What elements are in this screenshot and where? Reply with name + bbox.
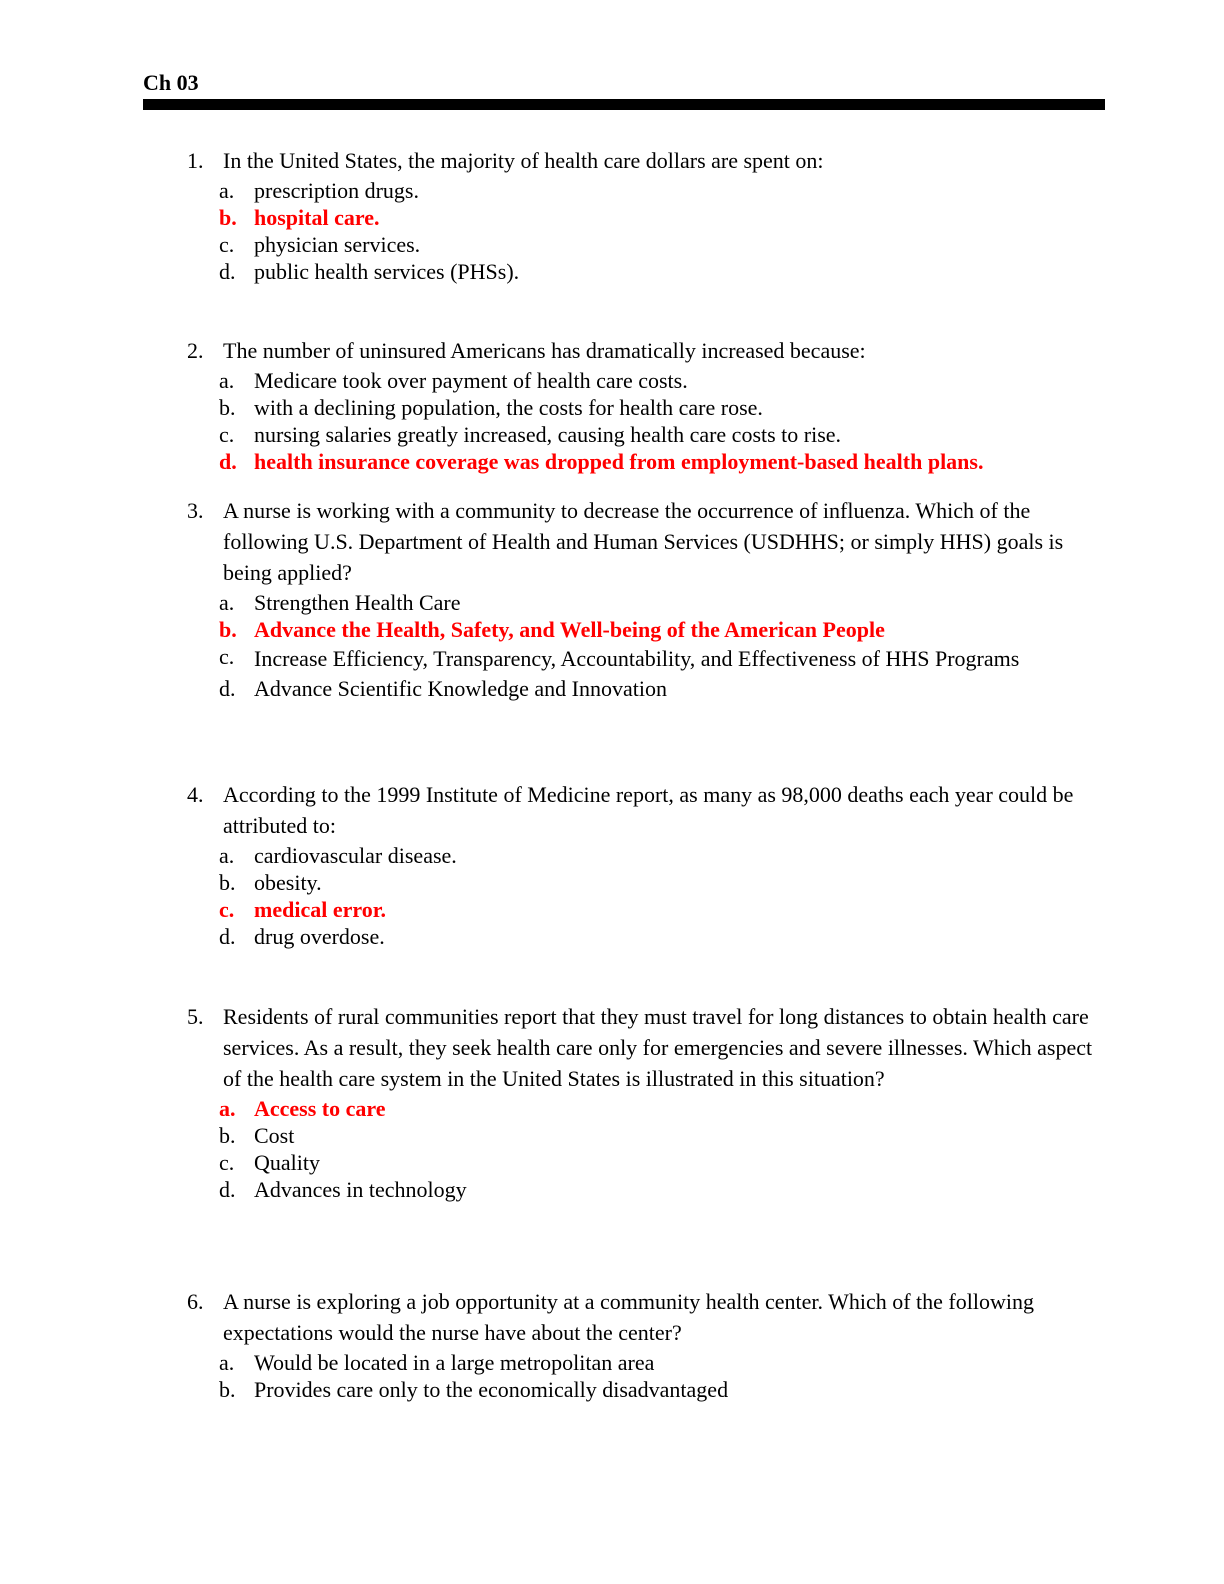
answer-option: a. Would be located in a large metropoli… (219, 1349, 1105, 1376)
question-5: 5. Residents of rural communities report… (187, 1001, 1105, 1203)
option-text: Provides care only to the economically d… (254, 1377, 729, 1402)
option-letter: a. (219, 1350, 235, 1375)
option-text: Advance Scientific Knowledge and Innovat… (254, 676, 667, 701)
option-text: health insurance coverage was dropped fr… (254, 449, 984, 474)
question-number: 5. (187, 1004, 204, 1029)
option-letter: d. (219, 259, 236, 284)
answer-option: b. obesity. (219, 869, 1105, 896)
answer-option: a. cardiovascular disease. (219, 842, 1105, 869)
answer-options: a. Would be located in a large metropoli… (187, 1349, 1105, 1403)
answer-option: d. drug overdose. (219, 923, 1105, 950)
answer-option: c. Increase Efficiency, Transparency, Ac… (219, 643, 1105, 675)
answer-option: d. Advance Scientific Knowledge and Inno… (219, 675, 1105, 702)
question-3: 3. A nurse is working with a community t… (187, 495, 1105, 702)
option-text: Quality (254, 1150, 320, 1175)
option-letter: b. (219, 1123, 236, 1148)
option-text: with a declining population, the costs f… (254, 395, 763, 420)
answer-option: b. with a declining population, the cost… (219, 394, 1105, 421)
option-text: Cost (254, 1123, 295, 1148)
option-letter: c. (219, 1150, 235, 1175)
option-text: Advances in technology (254, 1177, 467, 1202)
answer-option: d. Advances in technology (219, 1176, 1105, 1203)
option-letter: a. (219, 178, 235, 203)
question-text: According to the 1999 Institute of Medic… (223, 782, 1074, 838)
answer-options: a. cardiovascular disease. b. obesity. c… (187, 842, 1105, 950)
answer-option: c. physician services. (219, 231, 1105, 258)
option-text: medical error. (254, 897, 386, 922)
question-stem: 4. According to the 1999 Institute of Me… (187, 779, 1105, 841)
question-text: Residents of rural communities report th… (223, 1004, 1093, 1091)
option-text: drug overdose. (254, 924, 385, 949)
answer-option: d. public health services (PHSs). (219, 258, 1105, 285)
question-stem: 2. The number of uninsured Americans has… (187, 335, 1105, 366)
option-text: Would be located in a large metropolitan… (254, 1350, 655, 1375)
question-number: 6. (187, 1289, 204, 1314)
option-text: physician services. (254, 232, 421, 257)
option-letter: a. (219, 590, 235, 615)
question-text: A nurse is working with a community to d… (223, 498, 1064, 585)
question-stem: 5. Residents of rural communities report… (187, 1001, 1105, 1094)
chapter-title: Ch 03 (143, 70, 199, 95)
question-stem: 3. A nurse is working with a community t… (187, 495, 1105, 588)
header-rule (143, 99, 1105, 110)
option-text: hospital care. (254, 205, 380, 230)
correct-answer-option: a. Access to care (219, 1095, 1105, 1122)
option-letter: a. (219, 1096, 236, 1121)
answer-option: a. Strengthen Health Care (219, 589, 1105, 616)
option-letter: b. (219, 205, 237, 230)
answer-options: a. Medicare took over payment of health … (187, 367, 1105, 475)
option-letter: b. (219, 870, 236, 895)
answer-option: a. Medicare took over payment of health … (219, 367, 1105, 394)
question-1: 1. In the United States, the majority of… (187, 145, 1105, 285)
correct-answer-option: d. health insurance coverage was dropped… (219, 448, 1105, 475)
correct-answer-option: c. medical error. (219, 896, 1105, 923)
question-number: 1. (187, 148, 204, 173)
correct-answer-option: b. hospital care. (219, 204, 1105, 231)
option-text: obesity. (254, 870, 322, 895)
option-letter: b. (219, 395, 236, 420)
option-text: cardiovascular disease. (254, 843, 457, 868)
option-letter: a. (219, 843, 235, 868)
question-text: In the United States, the majority of he… (223, 148, 824, 173)
option-letter: d. (219, 1177, 236, 1202)
question-4: 4. According to the 1999 Institute of Me… (187, 779, 1105, 950)
answer-option: c. Quality (219, 1149, 1105, 1176)
question-number: 3. (187, 498, 204, 523)
option-letter: b. (219, 617, 237, 642)
option-text: Medicare took over payment of health car… (254, 368, 688, 393)
option-text: Strengthen Health Care (254, 590, 461, 615)
answer-options: a. Access to care b. Cost c. Quality d. … (187, 1095, 1105, 1203)
question-stem: 1. In the United States, the majority of… (187, 145, 1105, 176)
answer-option: a. prescription drugs. (219, 177, 1105, 204)
option-letter: d. (219, 924, 236, 949)
question-6: 6. A nurse is exploring a job opportunit… (187, 1286, 1105, 1403)
correct-answer-option: b. Advance the Health, Safety, and Well-… (219, 616, 1105, 643)
question-stem: 6. A nurse is exploring a job opportunit… (187, 1286, 1105, 1348)
option-text: nursing salaries greatly increased, caus… (254, 422, 842, 447)
option-letter: c. (219, 232, 235, 257)
option-letter: d. (219, 449, 237, 474)
question-text: The number of uninsured Americans has dr… (223, 338, 866, 363)
answer-options: a. prescription drugs. b. hospital care.… (187, 177, 1105, 285)
option-text: Increase Efficiency, Transparency, Accou… (254, 646, 1020, 671)
option-letter: c. (219, 422, 235, 447)
question-text: A nurse is exploring a job opportunity a… (223, 1289, 1034, 1345)
answer-option: c. nursing salaries greatly increased, c… (219, 421, 1105, 448)
option-text: public health services (PHSs). (254, 259, 520, 284)
option-letter: d. (219, 676, 236, 701)
question-number: 2. (187, 338, 204, 363)
option-text: Advance the Health, Safety, and Well-bei… (254, 617, 885, 642)
answer-option: b. Provides care only to the economicall… (219, 1376, 1105, 1403)
option-letter: b. (219, 1377, 236, 1402)
answer-options: a. Strengthen Health Care b. Advance the… (187, 589, 1105, 702)
question-2: 2. The number of uninsured Americans has… (187, 335, 1105, 475)
option-letter: c. (219, 897, 235, 922)
answer-option: b. Cost (219, 1122, 1105, 1149)
option-letter: c. (219, 644, 235, 669)
question-number: 4. (187, 782, 204, 807)
option-letter: a. (219, 368, 235, 393)
option-text: prescription drugs. (254, 178, 419, 203)
option-text: Access to care (254, 1096, 386, 1121)
